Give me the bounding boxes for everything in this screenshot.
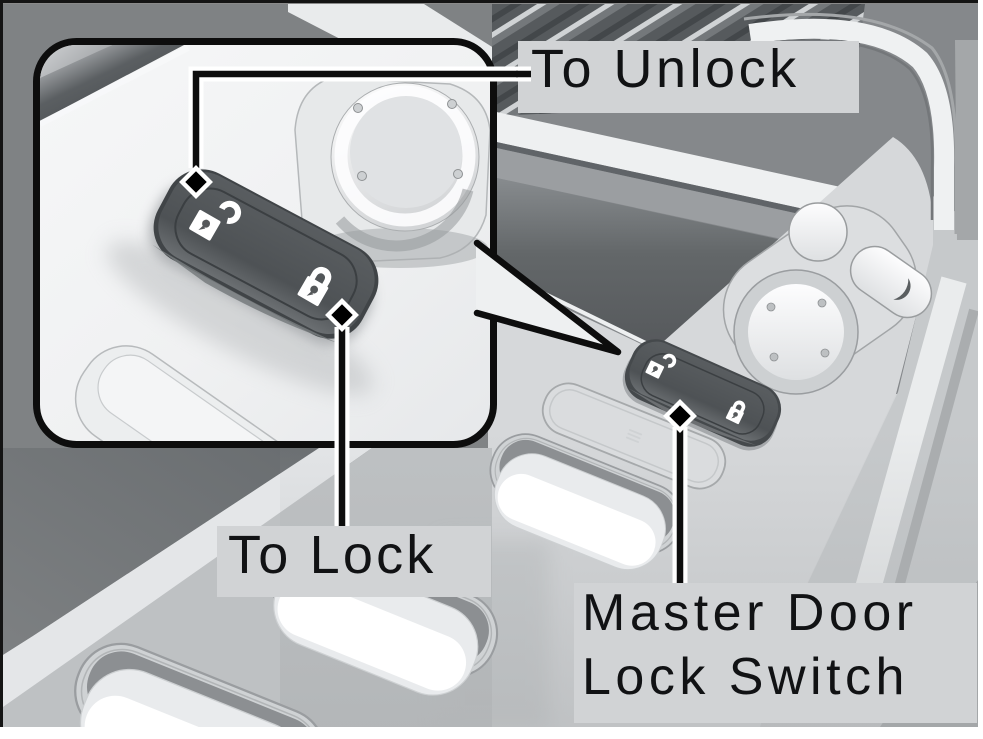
svg-text:To Unlock: To Unlock xyxy=(531,39,800,99)
svg-text:Master Door: Master Door xyxy=(582,584,918,642)
svg-text:To Lock: To Lock xyxy=(228,525,437,585)
svg-text:Lock Switch: Lock Switch xyxy=(582,648,909,706)
